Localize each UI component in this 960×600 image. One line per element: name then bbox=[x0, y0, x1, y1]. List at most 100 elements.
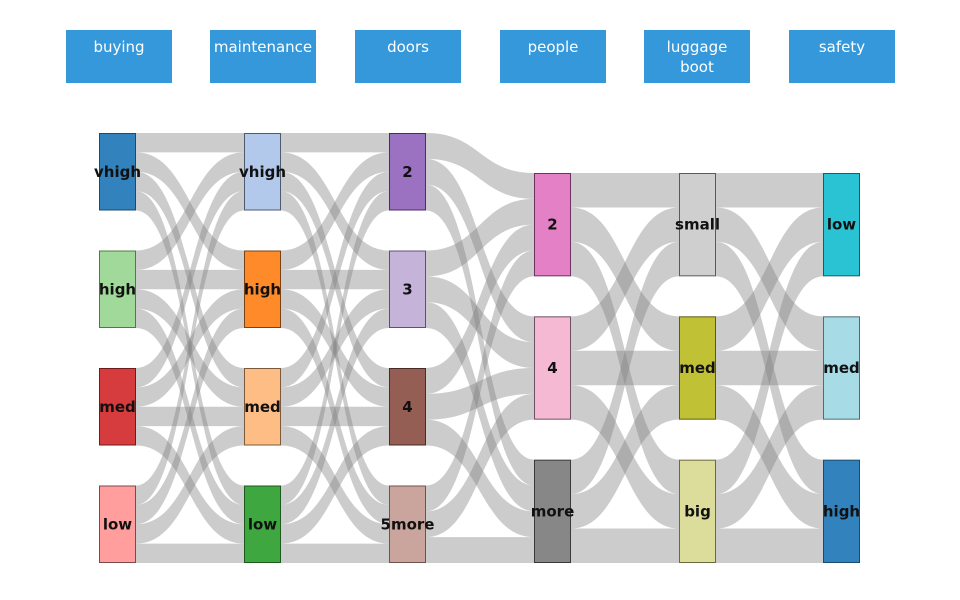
link-buying-med-to-maintenance-low[interactable] bbox=[136, 426, 244, 544]
node-maintenance-low[interactable]: low bbox=[244, 485, 281, 563]
node-rect-safety-high[interactable] bbox=[823, 459, 860, 563]
node-buying-med[interactable]: med bbox=[99, 368, 136, 446]
header-maintenance[interactable]: maintenance bbox=[210, 30, 316, 83]
node-maintenance-high[interactable]: high bbox=[244, 250, 281, 328]
link-buying-vhigh-to-maintenance-low[interactable] bbox=[136, 191, 244, 505]
link-doors-2-to-people-4[interactable] bbox=[426, 158, 534, 343]
link-people-4-to-luggage_boot-big[interactable] bbox=[571, 385, 679, 529]
header-doors[interactable]: doors bbox=[355, 30, 461, 83]
link-maintenance-high-to-doors-5more[interactable] bbox=[281, 308, 389, 525]
link-maintenance-med-to-doors-4[interactable] bbox=[281, 406, 389, 427]
link-luggage_boot-big-to-safety-med[interactable] bbox=[716, 385, 823, 529]
link-buying-med-to-maintenance-med[interactable] bbox=[136, 406, 244, 427]
node-doors-2[interactable]: 2 bbox=[389, 133, 426, 211]
link-maintenance-low-to-doors-2[interactable] bbox=[281, 191, 389, 505]
link-maintenance-vhigh-to-doors-5more[interactable] bbox=[281, 191, 389, 505]
link-buying-low-to-maintenance-med[interactable] bbox=[136, 426, 244, 544]
node-people-2[interactable]: 2 bbox=[534, 173, 571, 277]
node-people-more[interactable]: more bbox=[531, 459, 575, 563]
link-luggage_boot-med-to-safety-high[interactable] bbox=[716, 385, 823, 529]
node-rect-maintenance-low[interactable] bbox=[244, 485, 281, 563]
link-buying-low-to-maintenance-high[interactable] bbox=[136, 308, 244, 525]
node-rect-people-more[interactable] bbox=[534, 459, 571, 563]
node-doors-5more[interactable]: 5more bbox=[381, 485, 435, 563]
link-buying-low-to-maintenance-low[interactable] bbox=[136, 543, 244, 563]
link-doors-3-to-people-2[interactable] bbox=[426, 198, 534, 277]
node-rect-people-4[interactable] bbox=[534, 316, 571, 420]
link-maintenance-high-to-doors-2[interactable] bbox=[281, 152, 389, 270]
link-luggage_boot-big-to-safety-low[interactable] bbox=[716, 241, 823, 495]
node-rect-luggage_boot-med[interactable] bbox=[679, 316, 716, 420]
header-safety[interactable]: safety bbox=[789, 30, 895, 83]
link-people-4-to-luggage_boot-med[interactable] bbox=[571, 350, 679, 386]
link-luggage_boot-big-to-safety-high[interactable] bbox=[716, 528, 823, 563]
node-rect-doors-4[interactable] bbox=[389, 368, 426, 446]
link-doors-4-to-people-more[interactable] bbox=[426, 419, 534, 538]
link-people-2-to-luggage_boot-med[interactable] bbox=[571, 207, 679, 351]
link-maintenance-vhigh-to-doors-4[interactable] bbox=[281, 171, 389, 388]
node-rect-people-2[interactable] bbox=[534, 173, 571, 277]
node-rect-doors-2[interactable] bbox=[389, 133, 426, 211]
node-rect-maintenance-med[interactable] bbox=[244, 368, 281, 446]
link-people-4-to-luggage_boot-small[interactable] bbox=[571, 207, 679, 351]
node-people-4[interactable]: 4 bbox=[534, 316, 571, 420]
node-rect-buying-vhigh[interactable] bbox=[99, 133, 136, 211]
link-maintenance-low-to-doors-4[interactable] bbox=[281, 426, 389, 544]
link-maintenance-low-to-doors-5more[interactable] bbox=[281, 543, 389, 563]
node-luggage_boot-med[interactable]: med bbox=[679, 316, 716, 420]
link-doors-4-to-people-2[interactable] bbox=[426, 224, 534, 394]
link-maintenance-vhigh-to-doors-3[interactable] bbox=[281, 152, 389, 270]
link-buying-vhigh-to-maintenance-med[interactable] bbox=[136, 171, 244, 388]
link-doors-3-to-people-4[interactable] bbox=[426, 276, 534, 368]
link-buying-low-to-maintenance-vhigh[interactable] bbox=[136, 191, 244, 505]
link-doors-3-to-people-more[interactable] bbox=[426, 302, 534, 512]
link-maintenance-med-to-doors-5more[interactable] bbox=[281, 426, 389, 544]
node-rect-buying-low[interactable] bbox=[99, 485, 136, 563]
link-luggage_boot-med-to-safety-med[interactable] bbox=[716, 350, 823, 386]
node-maintenance-vhigh[interactable]: vhigh bbox=[239, 133, 286, 211]
link-luggage_boot-med-to-safety-low[interactable] bbox=[716, 207, 823, 351]
link-maintenance-med-to-doors-2[interactable] bbox=[281, 171, 389, 388]
node-luggage_boot-big[interactable]: big bbox=[679, 459, 716, 563]
link-doors-2-to-people-2[interactable] bbox=[426, 133, 534, 199]
link-doors-5more-to-people-2[interactable] bbox=[426, 250, 534, 512]
node-rect-luggage_boot-big[interactable] bbox=[679, 459, 716, 563]
link-maintenance-low-to-doors-3[interactable] bbox=[281, 308, 389, 525]
link-people-2-to-luggage_boot-big[interactable] bbox=[571, 241, 679, 495]
node-doors-3[interactable]: 3 bbox=[389, 250, 426, 328]
node-safety-high[interactable]: high bbox=[823, 459, 860, 563]
node-buying-high[interactable]: high bbox=[99, 250, 136, 328]
node-rect-buying-med[interactable] bbox=[99, 368, 136, 446]
node-buying-vhigh[interactable]: vhigh bbox=[94, 133, 141, 211]
link-people-more-to-luggage_boot-med[interactable] bbox=[571, 385, 679, 529]
link-luggage_boot-small-to-safety-med[interactable] bbox=[716, 207, 823, 351]
node-rect-doors-5more[interactable] bbox=[389, 485, 426, 563]
link-doors-5more-to-people-4[interactable] bbox=[426, 393, 534, 538]
link-people-2-to-luggage_boot-small[interactable] bbox=[571, 173, 679, 208]
link-luggage_boot-small-to-safety-low[interactable] bbox=[716, 173, 823, 208]
node-rect-maintenance-high[interactable] bbox=[244, 250, 281, 328]
link-buying-vhigh-to-maintenance-vhigh[interactable] bbox=[136, 133, 244, 153]
link-buying-high-to-maintenance-high[interactable] bbox=[136, 269, 244, 290]
link-people-more-to-luggage_boot-small[interactable] bbox=[571, 241, 679, 495]
link-maintenance-vhigh-to-doors-2[interactable] bbox=[281, 133, 389, 153]
node-rect-buying-high[interactable] bbox=[99, 250, 136, 328]
node-buying-low[interactable]: low bbox=[99, 485, 136, 563]
node-rect-doors-3[interactable] bbox=[389, 250, 426, 328]
link-buying-med-to-maintenance-vhigh[interactable] bbox=[136, 171, 244, 388]
header-people[interactable]: people bbox=[500, 30, 606, 83]
link-people-more-to-luggage_boot-big[interactable] bbox=[571, 528, 679, 563]
node-rect-safety-low[interactable] bbox=[823, 173, 860, 277]
node-doors-4[interactable]: 4 bbox=[389, 368, 426, 446]
link-doors-2-to-people-more[interactable] bbox=[426, 184, 534, 486]
link-buying-high-to-maintenance-low[interactable] bbox=[136, 308, 244, 525]
link-buying-vhigh-to-maintenance-high[interactable] bbox=[136, 152, 244, 270]
link-buying-med-to-maintenance-high[interactable] bbox=[136, 289, 244, 407]
node-maintenance-med[interactable]: med bbox=[244, 368, 281, 446]
link-buying-high-to-maintenance-vhigh[interactable] bbox=[136, 152, 244, 270]
link-luggage_boot-small-to-safety-high[interactable] bbox=[716, 241, 823, 495]
node-luggage_boot-small[interactable]: small bbox=[675, 173, 720, 277]
link-maintenance-med-to-doors-3[interactable] bbox=[281, 289, 389, 407]
link-maintenance-high-to-doors-4[interactable] bbox=[281, 289, 389, 407]
